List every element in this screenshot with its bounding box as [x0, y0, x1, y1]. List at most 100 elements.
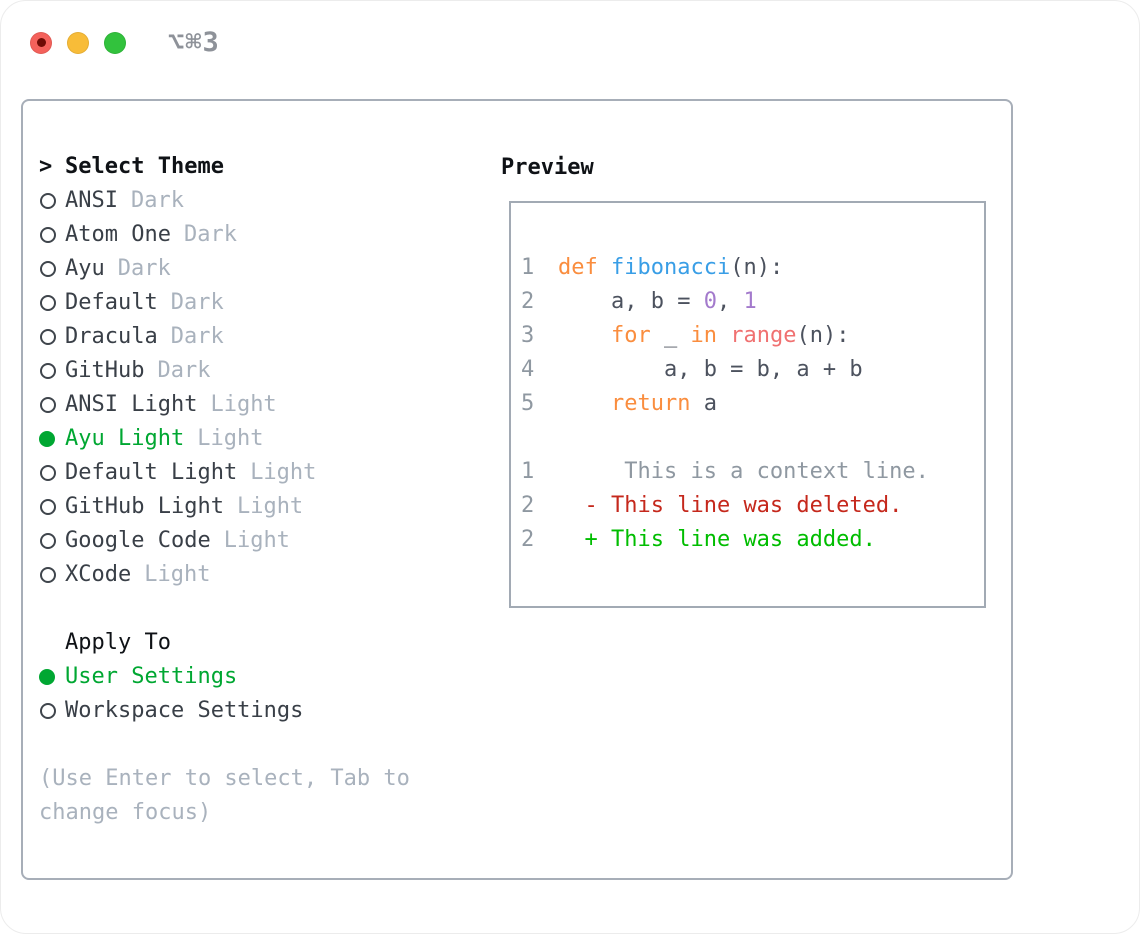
- radio-unselected-icon: [40, 703, 56, 719]
- minimize-button[interactable]: [67, 31, 89, 54]
- code-line: 3 for _ in range(n):: [521, 318, 984, 352]
- radio-unselected-icon: [40, 397, 56, 413]
- radio-unselected-icon: [40, 363, 56, 379]
- radio-unselected-icon: [40, 193, 56, 209]
- option-label: Ayu: [65, 256, 105, 281]
- option-label: User Settings: [65, 664, 238, 689]
- close-button[interactable]: [30, 31, 52, 54]
- code-token: in: [690, 322, 717, 348]
- code-line: 5 return a: [521, 386, 984, 420]
- theme-option-github[interactable]: GitHub Dark: [39, 354, 499, 388]
- code-token: 0: [703, 288, 717, 314]
- option-label: Workspace Settings: [65, 698, 304, 723]
- code-token: (n):: [730, 254, 784, 280]
- code-token: _: [650, 322, 691, 348]
- main-panel: > Select Theme ANSI Dark Atom One Dark A…: [21, 99, 1013, 880]
- option-label: Google Code: [65, 528, 211, 553]
- code-token: 1: [743, 288, 757, 314]
- radio-icon: [39, 431, 65, 447]
- theme-option-atom-one[interactable]: Atom One Dark: [39, 218, 499, 252]
- theme-option-default[interactable]: Default Dark: [39, 286, 499, 320]
- theme-option-ansi-light[interactable]: ANSI Light Light: [39, 388, 499, 422]
- apply-to-header-row: Apply To: [39, 626, 499, 660]
- option-variant: Light: [223, 528, 290, 553]
- theme-option-github-light[interactable]: GitHub Light Light: [39, 490, 499, 524]
- option-label: Default: [65, 290, 158, 315]
- code-token: (n):: [796, 322, 850, 348]
- line-number: 2: [521, 526, 535, 552]
- theme-option-ansi[interactable]: ANSI Dark: [39, 184, 499, 218]
- radio-unselected-icon: [40, 227, 56, 243]
- code-line: 4 a, b = b, a + b: [521, 352, 984, 386]
- apply-to-options: User Settings Workspace Settings: [39, 660, 499, 728]
- window-title-shortcut: ⌥⌘3: [168, 27, 220, 58]
- apply-option-workspace-settings[interactable]: Workspace Settings: [39, 694, 499, 728]
- theme-option-ayu[interactable]: Ayu Dark: [39, 252, 499, 286]
- option-variant: Light: [197, 426, 264, 451]
- code-token: [558, 323, 611, 348]
- radio-icon: [39, 363, 65, 379]
- radio-unselected-icon: [40, 533, 56, 549]
- help-text-line: (Use Enter to select, Tab to: [39, 766, 410, 791]
- option-label: Dracula: [65, 324, 158, 349]
- radio-unselected-icon: [40, 329, 56, 345]
- spacer: [39, 728, 499, 762]
- option-variant: Dark: [183, 222, 237, 247]
- theme-list-header-row: > Select Theme: [39, 150, 499, 184]
- code-token: + This line was added.: [584, 526, 876, 552]
- theme-option-xcode[interactable]: XCode Light: [39, 558, 499, 592]
- radio-selected-icon: [39, 431, 55, 447]
- code-line: 1 This is a context line.: [521, 454, 984, 488]
- apply-to-header: Apply To: [65, 630, 171, 655]
- code-token: [717, 323, 730, 348]
- code-token: [558, 493, 585, 518]
- code-token: This is a context line.: [558, 458, 929, 484]
- theme-option-default-light[interactable]: Default Light Light: [39, 456, 499, 490]
- option-variant: Dark: [157, 358, 211, 383]
- radio-unselected-icon: [40, 499, 56, 515]
- code-token: - This line was deleted.: [584, 492, 903, 518]
- code-preview: 1 def fibonacci(n): 2 a, b = 0, 1 3 for …: [511, 203, 984, 556]
- code-line: 2 a, b = 0, 1: [521, 284, 984, 318]
- code-token: fibonacci: [611, 254, 731, 280]
- apply-option-user-settings[interactable]: User Settings: [39, 660, 499, 694]
- radio-icon: [39, 669, 65, 685]
- titlebar: ⌥⌘3: [30, 27, 220, 58]
- radio-unselected-icon: [40, 567, 56, 583]
- option-label: GitHub: [65, 358, 145, 383]
- option-label: Default Light: [65, 460, 238, 485]
- line-number: 3: [521, 322, 535, 348]
- code-token: a, b = b, a + b: [558, 356, 863, 382]
- radio-icon: [39, 567, 65, 583]
- preview-header: Preview: [501, 154, 594, 180]
- line-number: 1: [521, 458, 535, 484]
- theme-list-header: Select Theme: [65, 154, 224, 179]
- theme-option-ayu-light[interactable]: Ayu Light Light: [39, 422, 499, 456]
- code-token: range: [730, 322, 797, 348]
- option-label: GitHub Light: [65, 494, 224, 519]
- code-token: def: [558, 254, 598, 280]
- option-variant: Dark: [170, 290, 224, 315]
- theme-option-google-code[interactable]: Google Code Light: [39, 524, 499, 558]
- radio-unselected-icon: [40, 465, 56, 481]
- unsaved-changes-dot-icon: [36, 38, 46, 47]
- maximize-button[interactable]: [104, 31, 126, 54]
- code-token: [598, 255, 611, 280]
- option-label: XCode: [65, 562, 132, 587]
- radio-icon: [39, 533, 65, 549]
- option-variant: Light: [250, 460, 317, 485]
- line-number: 1: [521, 254, 535, 280]
- prompt-caret-icon: >: [39, 154, 53, 179]
- theme-option-dracula[interactable]: Dracula Dark: [39, 320, 499, 354]
- option-label: ANSI Light: [65, 392, 198, 417]
- code-token: for: [610, 322, 651, 348]
- option-label: ANSI: [65, 188, 118, 213]
- theme-list: ANSI Dark Atom One Dark Ayu Dark Default…: [39, 184, 499, 592]
- code-line: [521, 420, 984, 454]
- option-label: Atom One: [65, 222, 171, 247]
- code-line: 2 + This line was added.: [521, 522, 984, 556]
- radio-icon: [39, 397, 65, 413]
- radio-icon: [39, 295, 65, 311]
- option-variant: Dark: [130, 188, 184, 213]
- option-variant: Light: [210, 392, 277, 417]
